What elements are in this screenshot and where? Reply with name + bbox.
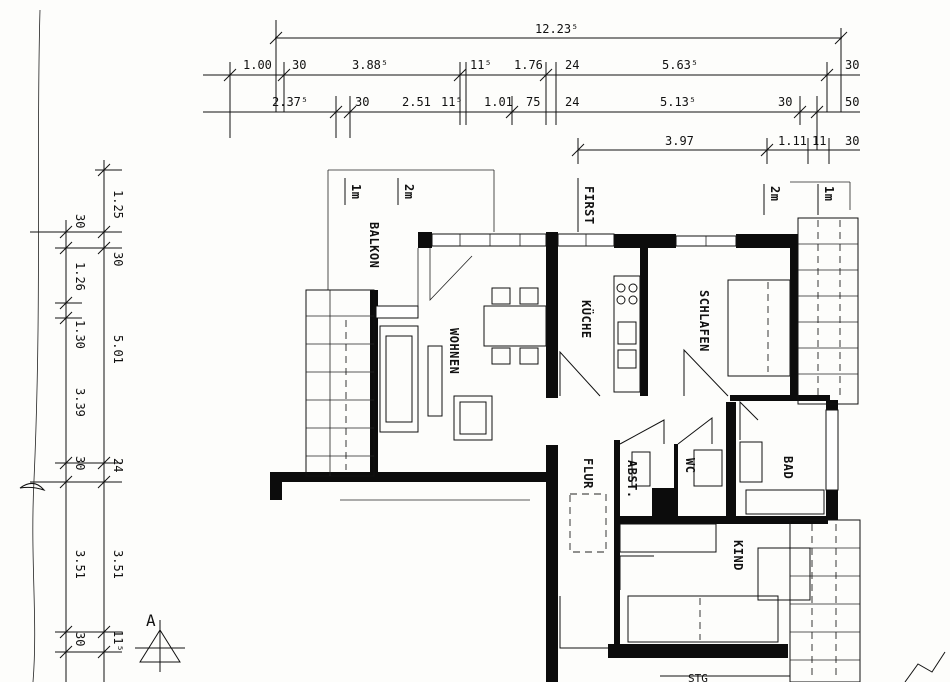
dim-l-8: 30 <box>73 456 87 470</box>
dim-r3-b: 30 <box>355 95 369 109</box>
room-labels: BALKON WOHNEN KÜCHE SCHLAFEN FLUR ABST. … <box>367 222 795 571</box>
living-room-furniture <box>340 287 547 501</box>
hall-fixtures <box>559 400 825 649</box>
room-label-bad: BAD <box>781 456 795 479</box>
dim-r2-h: 30 <box>845 58 859 72</box>
height-mark-1m-right: 1m <box>822 186 836 201</box>
dim-l-12: 30 <box>73 632 87 646</box>
bedroom-furniture <box>683 279 791 397</box>
balcony-left <box>305 289 375 477</box>
dim-r2-b: 30 <box>292 58 306 72</box>
room-label-wc: WC <box>683 458 697 473</box>
bottom-fragment: STG <box>660 651 946 682</box>
height-mark-1m-left: 1m <box>349 184 363 199</box>
dim-overall-width: 12.23⁵ <box>535 22 578 36</box>
height-mark-2m-right: 2m <box>768 186 782 201</box>
room-label-wohnen: WOHNEN <box>447 328 461 374</box>
dim-r3-e: 1.01 <box>484 95 513 109</box>
ridge-label: FIRST <box>582 186 596 225</box>
dim-r2-f: 24 <box>565 58 579 72</box>
dim-r4-d: 30 <box>845 134 859 148</box>
dim-r3-a: 2.37⁵ <box>272 95 308 109</box>
room-label-balkon: BALKON <box>367 222 381 268</box>
dim-l-6: 5.01 <box>111 335 125 364</box>
dim-l-3: 30 <box>111 252 125 266</box>
section-marker-label: A <box>146 611 156 630</box>
dim-r3-f: 75 <box>526 95 540 109</box>
dim-l-11: 3.51 <box>111 550 125 579</box>
room-label-schlafen: SCHLAFEN <box>697 290 711 352</box>
dim-r3-c: 2.51 <box>402 95 431 109</box>
dim-l-4: 1.26 <box>73 262 87 291</box>
dim-r4-b: 1.11 <box>778 134 807 148</box>
dim-r3-d: 11⁵ <box>441 95 463 109</box>
dim-r4-a: 3.97 <box>665 134 694 148</box>
walls <box>270 232 838 682</box>
dim-r2-c: 3.88⁵ <box>352 58 388 72</box>
dim-r2-d: 11⁵ <box>470 58 492 72</box>
hole-punch-mark <box>19 483 46 492</box>
balcony-right <box>797 217 859 405</box>
dim-r3-i: 30 <box>778 95 792 109</box>
top-dimension-chains: 12.23⁵ 1.00 30 3.88⁵ 11⁵ 1.76 24 5.63⁵ 3… <box>203 20 860 164</box>
left-dimension-chains: 1.25 30 30 1.26 1.30 5.01 3.39 30 24 3.5… <box>19 9 125 682</box>
kitchen-counter <box>559 275 641 397</box>
height-mark-2m-left: 2m <box>402 184 416 199</box>
dim-l-1: 1.25 <box>111 190 125 219</box>
dim-l-5: 1.30 <box>73 320 87 349</box>
dim-l-7: 3.39 <box>73 388 87 417</box>
dim-r2-e: 1.76 <box>514 58 543 72</box>
windows <box>375 233 839 491</box>
height-marks: 1m 2m 2m 1m FIRST <box>327 169 851 290</box>
balcony-lower-right <box>789 519 861 682</box>
dim-r3-j: 50 <box>845 95 859 109</box>
dim-r2-g: 5.63⁵ <box>662 58 698 72</box>
dim-r3-h: 5.13⁵ <box>660 95 696 109</box>
room-label-kind: KIND <box>731 540 745 571</box>
child-room-furniture <box>619 523 811 643</box>
bottom-stair-label: STG <box>688 672 708 682</box>
section-marker: A <box>135 611 185 672</box>
room-label-flur: FLUR <box>581 458 595 489</box>
dim-r4-c: 11 <box>812 134 826 148</box>
dim-l-10: 3.51 <box>73 550 87 579</box>
dim-l-9: 24 <box>111 458 125 472</box>
dim-r3-g: 24 <box>565 95 579 109</box>
room-label-abst: ABST. <box>625 460 639 499</box>
dim-l-13: 11⁵ <box>111 630 125 652</box>
room-label-kueche: KÜCHE <box>579 300 594 339</box>
dim-r2-a: 1.00 <box>243 58 272 72</box>
dim-l-2: 30 <box>73 214 87 228</box>
